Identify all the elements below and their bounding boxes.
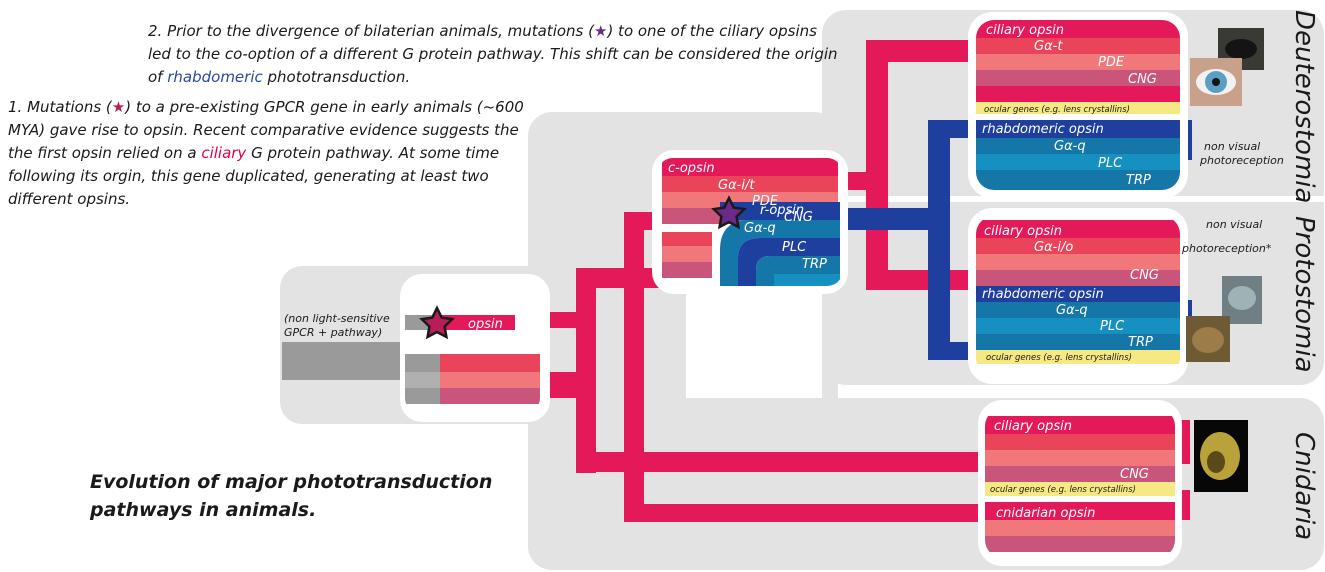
deu-trp-label: TRP	[1126, 173, 1151, 188]
panel-gap	[686, 286, 822, 398]
deu-nonvisual-line2: photoreception	[1199, 154, 1284, 167]
star-icon: ★	[593, 22, 608, 40]
ancestor-label-line2: GPCR + pathway)	[284, 326, 382, 339]
deu-ciliary-opsin-label: ciliary opsin	[986, 23, 1064, 38]
pro-rhabdomeric-opsin-label: rhabdomeric opsin	[982, 287, 1104, 302]
mutation-star-icon	[711, 195, 747, 230]
deu-gat-label: Gα-t	[1034, 39, 1063, 54]
ancestor-opsin-label: opsin	[468, 317, 503, 332]
dup-pde-label: PDE	[752, 194, 779, 209]
box-labels: (non light-sensitive GPCR + pathway) ops…	[284, 23, 1284, 521]
ancestral-gene-box	[282, 274, 550, 422]
deu-pde-label: PDE	[1098, 55, 1125, 70]
photographs	[1186, 28, 1264, 492]
ciliary-highlight: ciliary	[201, 144, 247, 162]
deu-plc-label: PLC	[1098, 156, 1123, 171]
pro-gaq-label: Gα-q	[1056, 303, 1088, 318]
pro-plc-label: PLC	[1100, 319, 1125, 334]
deuterostomia-gene-box	[968, 12, 1188, 198]
clade-labels: Deuterostomia Protostomia Cnidaria	[1289, 10, 1319, 540]
pro-ocular-label: ocular genes (e.g. lens crystallins)	[986, 353, 1132, 363]
cni-cnidarian-opsin-label: cnidarian opsin	[996, 506, 1095, 521]
duplication-gene-box	[652, 150, 848, 294]
deu-ocular-label: ocular genes (e.g. lens crystallins)	[984, 105, 1130, 115]
dup-c-opsin-label: c-opsin	[668, 161, 715, 176]
deu-nonvisual-line1: non visual	[1204, 140, 1260, 153]
pro-gaio-label: Gα-i/o	[1034, 240, 1073, 255]
mutation-star-icon	[419, 305, 455, 340]
clade-deuterostomia: Deuterostomia	[1289, 10, 1319, 203]
star-icon: ★	[111, 98, 126, 116]
clade-cnidaria: Cnidaria	[1289, 432, 1319, 540]
dup-gaq-label: Gα-q	[744, 221, 776, 236]
dup-plc-label: PLC	[782, 240, 807, 255]
figure-caption: Evolution of major phototransduction pat…	[90, 471, 493, 521]
deu-gaq-label: Gα-q	[1054, 139, 1086, 154]
rhabdomeric-highlight: rhabdomeric	[167, 68, 263, 86]
cnidaria-gene-box	[978, 400, 1182, 566]
deu-cng-label: CNG	[1128, 72, 1157, 87]
cni-ciliary-opsin-label: ciliary opsin	[994, 419, 1072, 434]
cni-ocular-label: ocular genes (e.g. lens crystallins)	[990, 485, 1136, 495]
pro-trp-label: TRP	[1128, 335, 1153, 350]
clade-protostomia: Protostomia	[1289, 216, 1319, 373]
pro-ciliary-opsin-label: ciliary opsin	[984, 224, 1062, 239]
dup-gai-t-label: Gα-i/t	[718, 178, 755, 193]
deu-rhabdomeric-opsin-label: rhabdomeric opsin	[982, 122, 1104, 137]
cni-cng-label: CNG	[1120, 467, 1149, 482]
panel-deuterostomia-divider	[848, 196, 1324, 202]
ancestor-label-line1: (non light-sensitive	[284, 312, 390, 325]
pro-cng-label: CNG	[1130, 268, 1159, 283]
dup-r-opsin-label: r-opsin	[760, 203, 804, 218]
pro-nonvisual-line2: photoreception*	[1181, 242, 1272, 255]
note-2: 2. Prior to the divergence of bilaterian…	[148, 22, 838, 86]
dup-cng-label: CNG	[784, 210, 813, 225]
note-1: 1. Mutations (★) to a pre-existing GPCR …	[8, 98, 524, 208]
pro-nonvisual-line1: non visual	[1206, 218, 1262, 231]
protostomia-gene-box	[968, 208, 1188, 384]
dup-trp-label: TRP	[802, 257, 827, 272]
